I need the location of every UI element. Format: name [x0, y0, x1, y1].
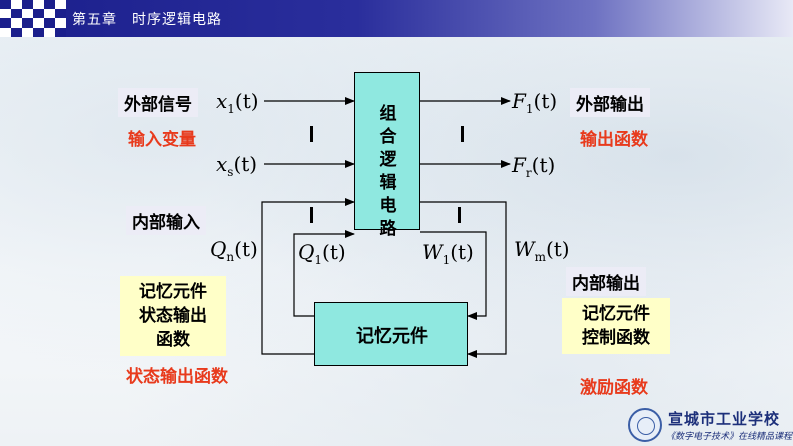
- comb-char: 合: [379, 127, 397, 147]
- internal-output-label: 内部输出: [566, 267, 646, 296]
- combinational-logic-block: 组 合 逻 辑 电 路: [354, 72, 420, 239]
- memory-control-function-label: 记忆元件 控制函数: [562, 298, 670, 354]
- memory-state-line-2: 状态输出: [139, 306, 207, 326]
- school-name: 宣城市工业学校: [668, 410, 781, 428]
- school-logo: 宣城市工业学校 《数字电子技术》在线精品课程: [628, 406, 793, 446]
- slide-header: 第五章 时序逻辑电路: [0, 0, 793, 37]
- comb-char: 路: [379, 219, 397, 239]
- comb-char: 逻: [379, 150, 397, 170]
- course-name: 《数字电子技术》在线精品课程: [666, 432, 793, 442]
- output-function-label: 输出函数: [580, 130, 648, 150]
- school-seal-icon: [628, 408, 662, 442]
- memory-state-line-1: 记忆元件: [139, 282, 207, 302]
- Wm-symbol: Wm(t): [514, 237, 570, 264]
- input-variable-label: 输入变量: [128, 130, 196, 150]
- memory-element-text: 记忆元件: [356, 326, 428, 347]
- external-output-label: 外部输出: [570, 88, 650, 117]
- Q1-symbol: Q1(t): [298, 240, 346, 267]
- memory-state-line-3: 函数: [156, 330, 190, 350]
- excitation-function-label: 激励函数: [580, 378, 648, 398]
- F1-symbol: F1(t): [512, 89, 558, 116]
- comb-char: 组: [379, 104, 397, 124]
- Qn-symbol: Qn(t): [210, 237, 258, 264]
- comb-char: 电: [379, 196, 397, 216]
- combinational-logic-text: 组 合 逻 辑 电 路: [355, 103, 421, 241]
- comb-char: 辑: [379, 173, 397, 193]
- external-signal-label: 外部信号: [118, 88, 198, 117]
- Fr-symbol: Fr(t): [512, 153, 556, 180]
- internal-input-label: 内部输入: [126, 206, 206, 235]
- memory-element-block: 记忆元件: [314, 302, 468, 366]
- checker-pattern-icon: [0, 0, 66, 37]
- xs-symbol: xs(t): [216, 152, 258, 179]
- state-output-function-label: 状态输出函数: [126, 367, 228, 387]
- memory-state-output-label: 记忆元件 状态输出 函数: [120, 276, 226, 356]
- chapter-title: 第五章 时序逻辑电路: [72, 12, 222, 28]
- memory-control-line-1: 记忆元件: [582, 304, 650, 324]
- x1-symbol: x1(t): [216, 89, 259, 116]
- W1-symbol: W1(t): [422, 240, 474, 267]
- memory-control-line-2: 控制函数: [582, 328, 650, 348]
